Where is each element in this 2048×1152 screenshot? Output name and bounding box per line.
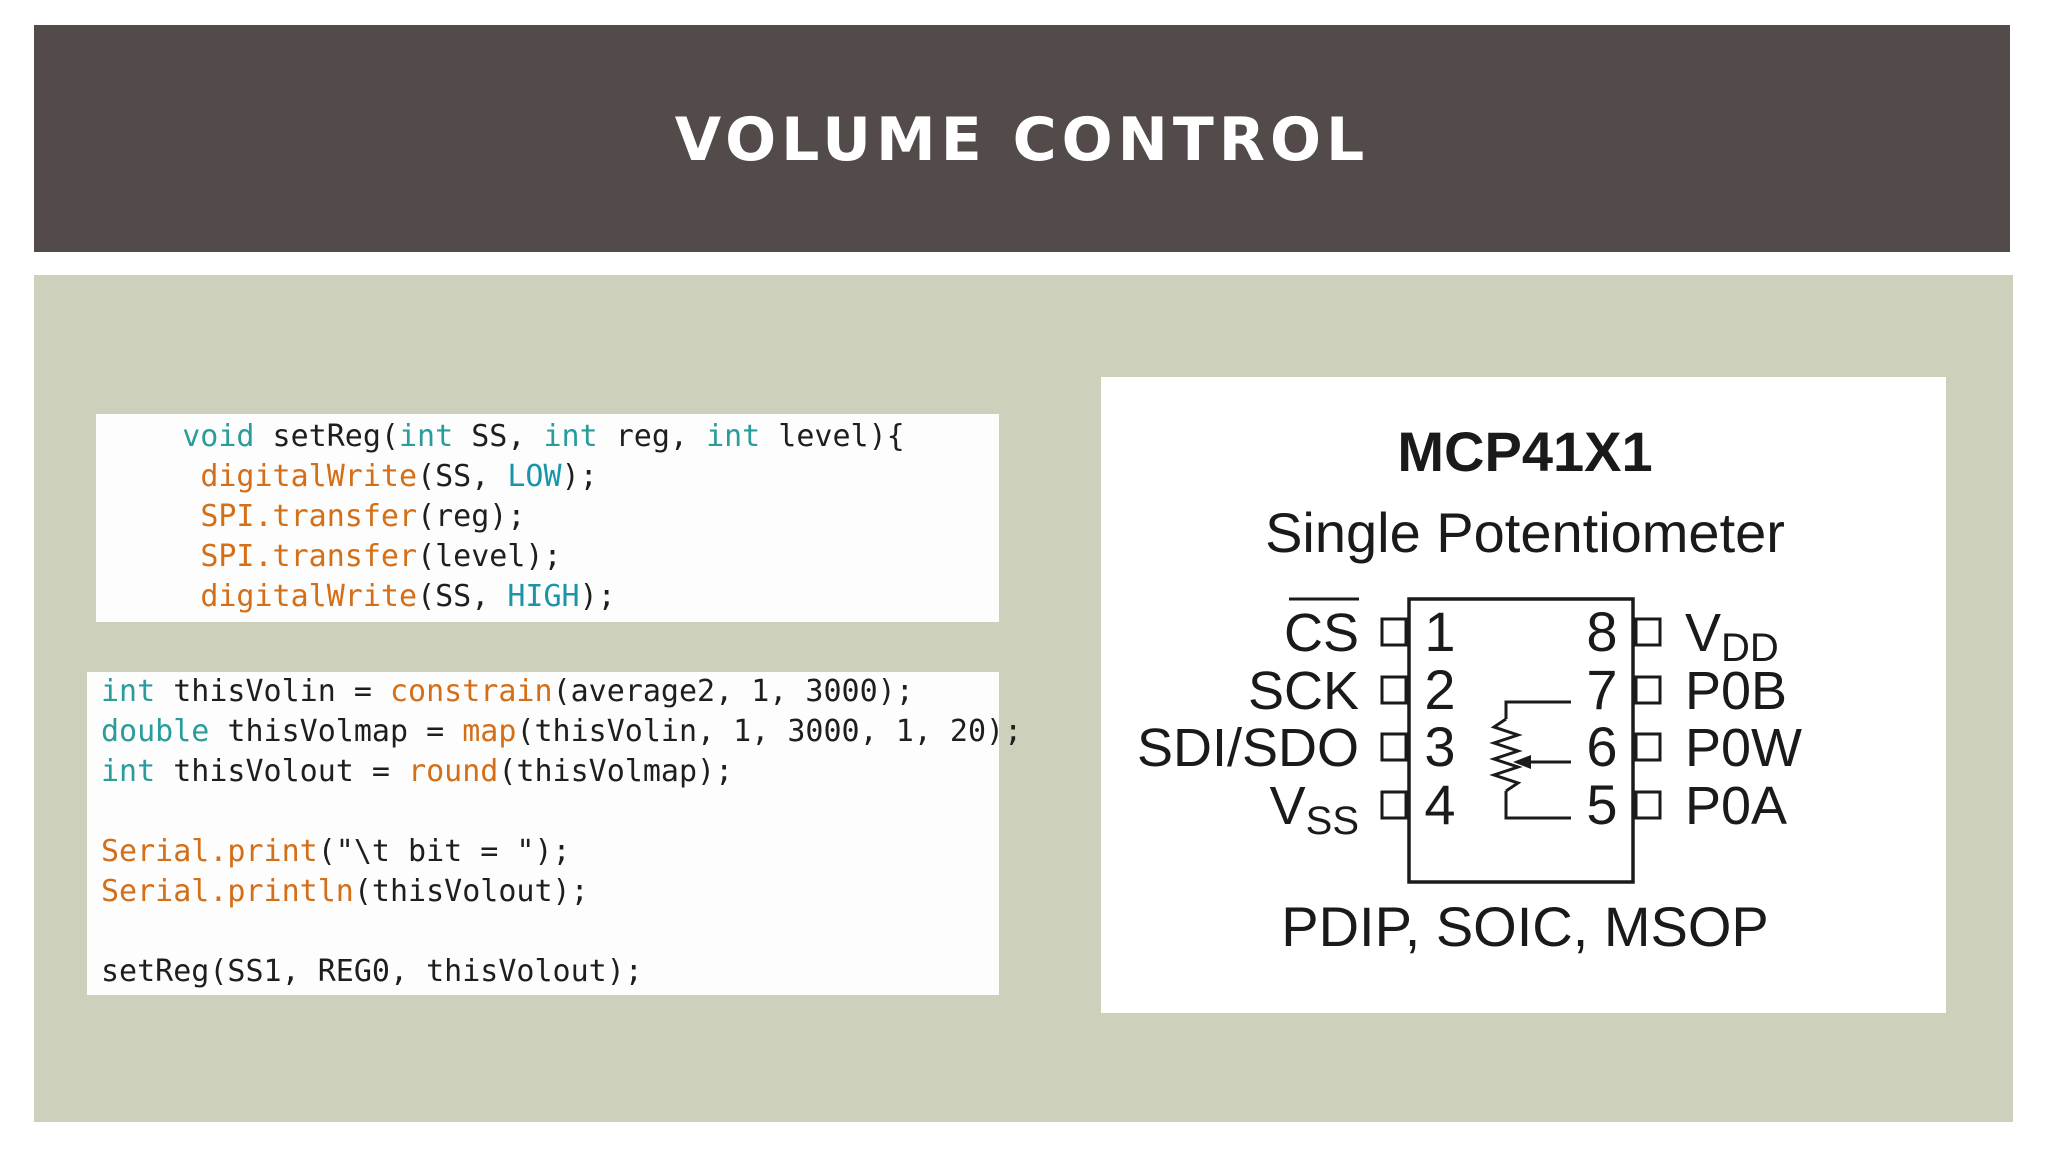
code-token: round [408, 754, 499, 789]
code-token: ); [561, 459, 598, 494]
code-token [110, 459, 200, 494]
code-token: int [706, 419, 761, 454]
code-token [110, 419, 182, 454]
code-token: level){ [760, 419, 905, 454]
slide-title: VOLUME CONTROL [674, 104, 1370, 175]
code-line [87, 792, 999, 832]
pin-pad-6 [1634, 732, 1662, 762]
code-line [87, 912, 999, 952]
pin-pad-3 [1380, 732, 1408, 762]
code-line: int thisVolout = round(thisVolmap); [87, 752, 999, 792]
code-token: Serial.print [101, 834, 318, 869]
code-token: constrain [390, 674, 553, 709]
code-token: map [462, 714, 517, 749]
code-line: int thisVolin = constrain(average2, 1, 3… [87, 672, 999, 712]
code-token: thisVolout = [155, 754, 409, 789]
pin-name: P0A [1685, 776, 1787, 836]
pin-number: 4 [1424, 773, 1455, 836]
code-token: ("\t bit = "); [317, 834, 571, 869]
code-token: (thisVolmap); [498, 754, 734, 789]
chip-pinout-diagram: MCP41X1 Single Potentiometer 1 CS 2 SCK 3 SDI… [1101, 377, 1946, 1013]
package-types: PDIP, SOIC, MSOP [1281, 895, 1769, 958]
pin-pad-5 [1634, 790, 1662, 820]
pin-name: P0B [1685, 661, 1787, 721]
pot-wiper-arrow [1513, 755, 1531, 769]
pot-terminal-a-wire [1504, 791, 1571, 820]
pin-name: SCK [1248, 661, 1359, 721]
code-token: int [101, 674, 156, 709]
pin-number: 6 [1586, 715, 1617, 778]
pin-number: 7 [1586, 658, 1617, 721]
pin-name: SDI/SDO [1137, 718, 1359, 778]
pin-number: 5 [1586, 773, 1617, 836]
code-line: SPI.transfer(level); [96, 537, 999, 577]
pin-number: 2 [1424, 658, 1455, 721]
code-token: digitalWrite [200, 459, 418, 494]
pin-pad-4 [1380, 790, 1408, 820]
code-token: setReg( [254, 419, 399, 454]
code-token: reg, [597, 419, 707, 454]
code-token [110, 539, 200, 574]
pin-pad-1 [1380, 617, 1408, 647]
code-token: thisVolmap = [209, 714, 463, 749]
code-line: Serial.print("\t bit = "); [87, 832, 999, 872]
code-token: SPI.transfer [200, 499, 418, 534]
code-line: setReg(SS1, REG0, thisVolout); [87, 952, 999, 992]
code-token: (SS, [417, 579, 508, 614]
code-token: int [543, 419, 598, 454]
pin-name: P0W [1685, 718, 1802, 778]
code-token [110, 579, 200, 614]
code-token: digitalWrite [200, 579, 418, 614]
left-pins: 1 CS 2 SCK 3 SDI/SDO 4 VSS [1137, 597, 1456, 843]
code-token: int [101, 754, 156, 789]
code-token: Serial.println [101, 874, 354, 909]
pin-pad-8 [1634, 617, 1662, 647]
potentiometer-symbol [1489, 700, 1571, 820]
code-token [110, 499, 200, 534]
code-token: void [182, 419, 255, 454]
pin-number: 8 [1586, 600, 1617, 663]
code-token: thisVolin = [155, 674, 390, 709]
pot-resistor-zigzag [1489, 717, 1523, 793]
code-token: ); [579, 579, 616, 614]
pin-name: VDD [1685, 603, 1779, 670]
code-snippet-volume: int thisVolin = constrain(average2, 1, 3… [87, 672, 1022, 995]
code-token: (reg); [417, 499, 526, 534]
pin-pad-7 [1634, 675, 1662, 705]
code-snippet-setreg: void setReg(int SS, int reg, int level){… [96, 414, 999, 622]
code-token: (SS, [417, 459, 508, 494]
code-line: digitalWrite(SS, LOW); [96, 457, 999, 497]
code-line: digitalWrite(SS, HIGH); [96, 577, 999, 617]
pin-pad-2 [1380, 675, 1408, 705]
title-bar: VOLUME CONTROL [34, 25, 2010, 252]
code-token: int [399, 419, 454, 454]
code-token: SS, [453, 419, 544, 454]
code-token: (thisVolin, 1, 3000, 1, 20); [516, 714, 1023, 749]
code-line: SPI.transfer(reg); [96, 497, 999, 537]
pot-terminal-b-wire [1504, 700, 1571, 719]
code-line: Serial.println(thisVolout); [87, 872, 999, 912]
code-token: double [101, 714, 210, 749]
right-pins: 8 VDD 7 P0B 6 P0W 5 P0A [1586, 600, 1802, 836]
code-token: (level); [417, 539, 562, 574]
code-token: (thisVolout); [353, 874, 589, 909]
code-token: SPI.transfer [200, 539, 418, 574]
code-line: double thisVolmap = map(thisVolin, 1, 30… [87, 712, 1022, 752]
code-token: setReg(SS1, REG0, thisVolout); [101, 954, 643, 989]
code-line: void setReg(int SS, int reg, int level){ [96, 417, 999, 457]
pin-name: VSS [1270, 776, 1359, 843]
code-token: LOW [507, 459, 562, 494]
part-number: MCP41X1 [1397, 420, 1652, 483]
pin-number: 1 [1424, 600, 1455, 663]
code-token: (average2, 1, 3000); [552, 674, 914, 709]
part-subtitle: Single Potentiometer [1265, 501, 1785, 564]
pin-name: CS [1284, 603, 1359, 663]
ic-body [1407, 597, 1635, 884]
code-token: HIGH [507, 579, 580, 614]
pin-number: 3 [1424, 715, 1455, 778]
